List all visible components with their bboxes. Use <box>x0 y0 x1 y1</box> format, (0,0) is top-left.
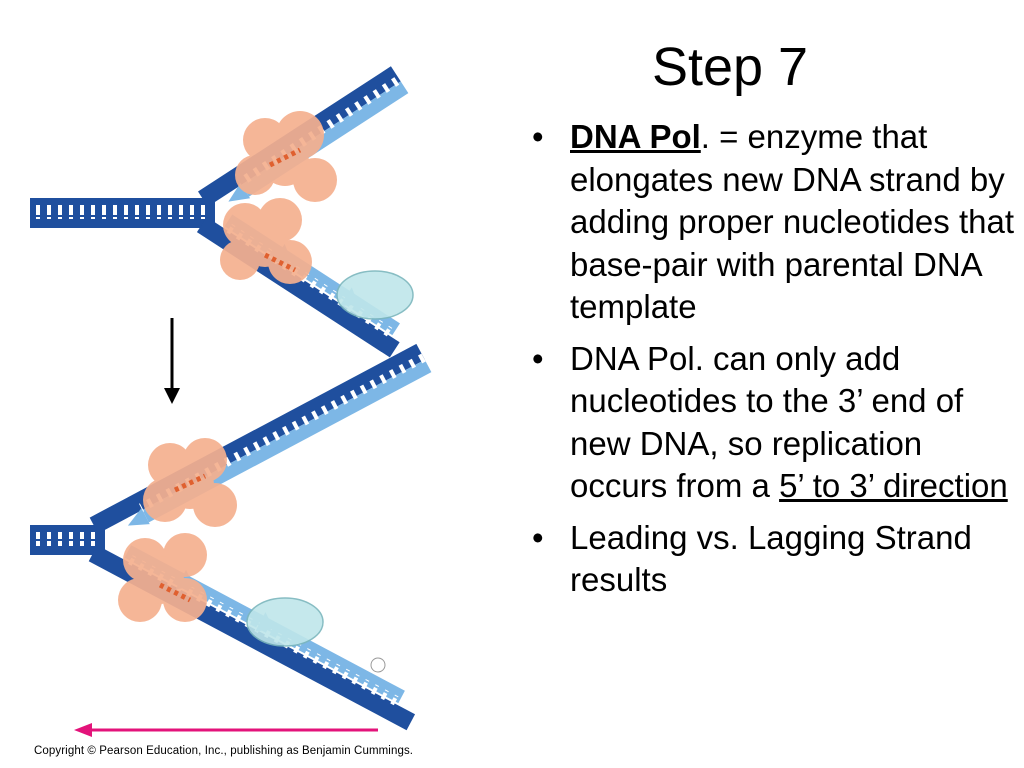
bullet-dot: • <box>532 118 544 155</box>
dna-replication-diagram <box>30 66 432 737</box>
dna-polymerase-lower <box>118 533 207 622</box>
leading-strand-arm <box>89 343 432 534</box>
bullet-leading-lagging: • Leading vs. Lagging Strand results <box>528 517 1018 602</box>
bullet-dot: • <box>532 339 544 377</box>
slide-title: Step 7 <box>651 37 809 97</box>
bottom-replication-fork <box>30 343 432 731</box>
copyright-notice: Copyright © Pearson Education, Inc., pub… <box>34 745 414 757</box>
sliding-clamp <box>336 270 414 320</box>
direction-text: DNA Pol. can only add nucleotides to the… <box>570 339 964 505</box>
parental-duplex <box>30 198 215 228</box>
sliding-clamp <box>246 597 324 647</box>
bullet-list: • DNA Pol. = enzyme that elongates new D… <box>528 116 1018 611</box>
arrow-left-icon <box>74 723 378 737</box>
term-dna-pol: DNA Pol <box>570 118 701 155</box>
bullet-dot: • <box>532 518 544 556</box>
leading-lagging-text: Leading vs. Lagging Strand results <box>570 518 972 599</box>
top-replication-fork <box>30 66 414 358</box>
dna-polymerase-lower <box>220 198 312 284</box>
arrow-down-icon <box>164 318 180 404</box>
definition-text: . = enzyme that elongates new DNA strand… <box>570 118 1014 325</box>
direction-underlined: 5’ to 3’ direction <box>779 467 1008 504</box>
dna-polymerase-upper <box>235 111 337 202</box>
bullet-direction: • DNA Pol. can only add nucleotides to t… <box>528 338 1018 508</box>
bullet-dna-pol-definition: • DNA Pol. = enzyme that elongates new D… <box>528 116 1018 329</box>
parental-duplex <box>30 525 105 555</box>
dna-polymerase-upper <box>143 438 237 527</box>
